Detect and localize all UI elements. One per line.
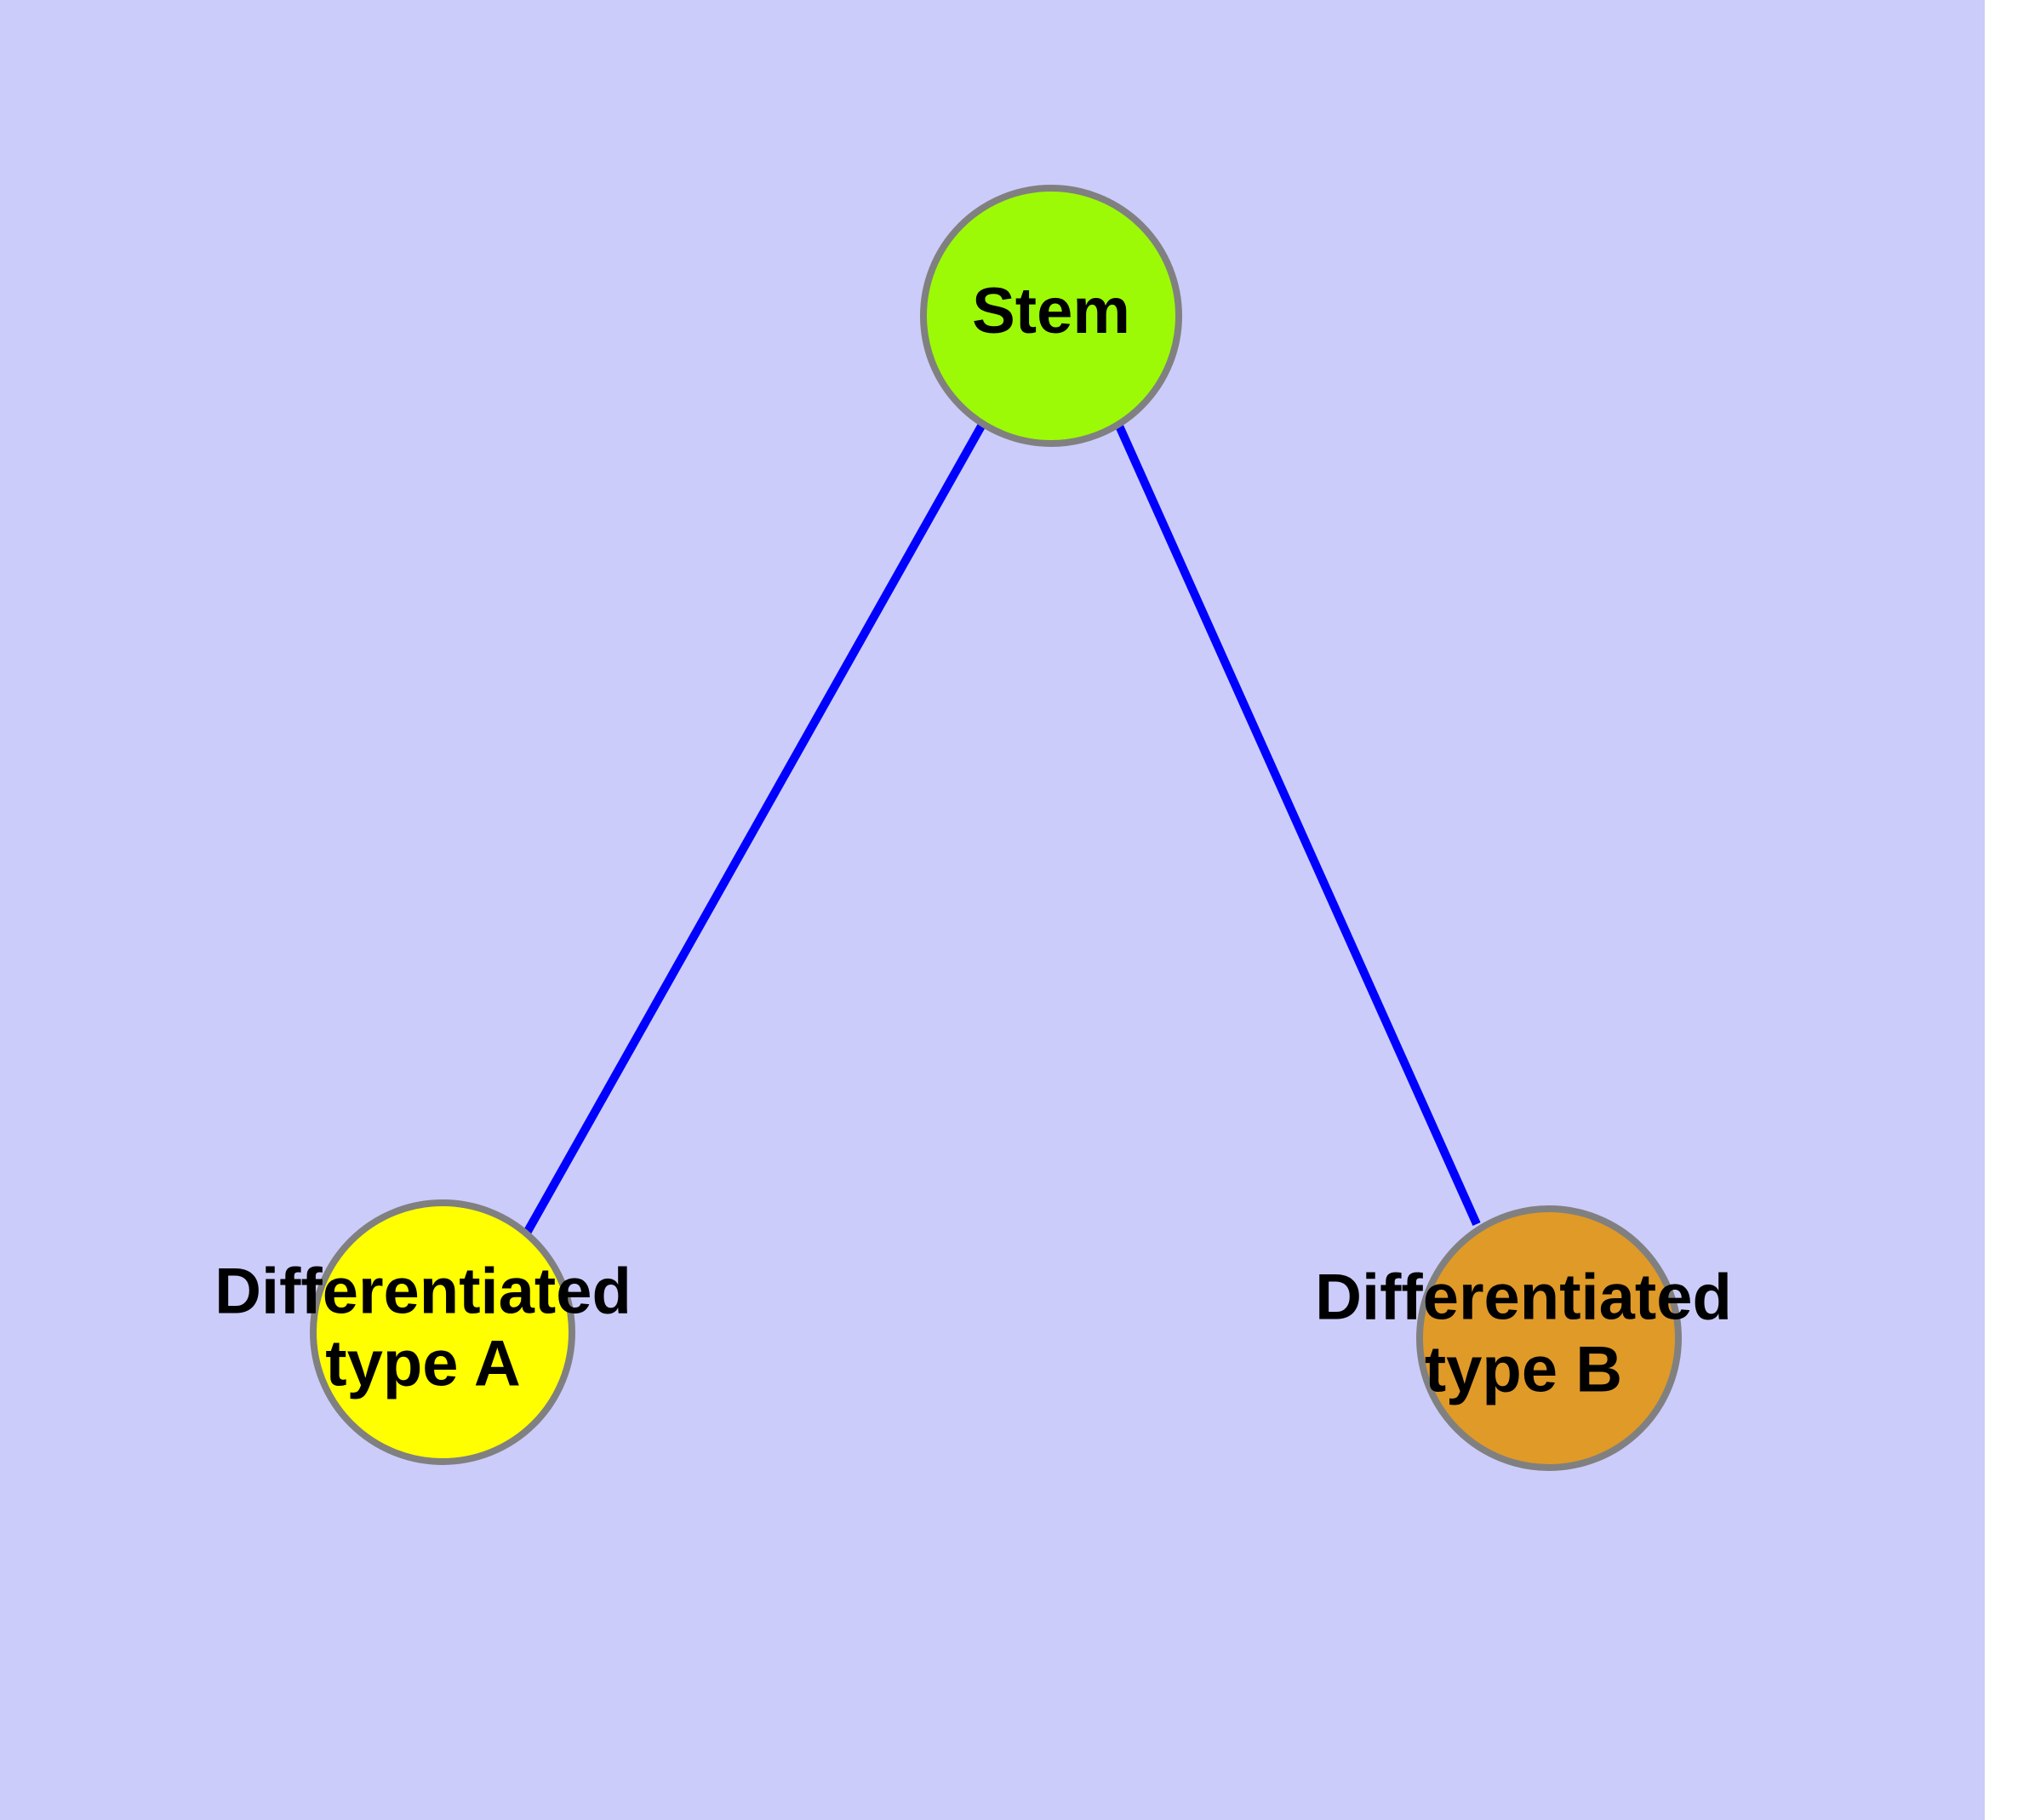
node-label-stem: Stem bbox=[972, 275, 1130, 347]
nodes-group bbox=[310, 185, 1682, 1471]
node-label-line: Stem bbox=[972, 275, 1130, 347]
node-stem[interactable] bbox=[920, 185, 1182, 447]
edge-stem-to-diff_b[interactable] bbox=[1114, 421, 1481, 1227]
node-diff_b[interactable] bbox=[1416, 1205, 1682, 1471]
node-label-line: Differentiated bbox=[1315, 1262, 1732, 1334]
node-label-line: type B bbox=[1425, 1334, 1622, 1406]
node-label-line: type A bbox=[325, 1328, 520, 1400]
edges-group bbox=[522, 421, 1481, 1237]
edge-stem-to-diff_a[interactable] bbox=[522, 421, 987, 1237]
node-diff_a[interactable] bbox=[310, 1199, 575, 1465]
node-label-line: Differentiated bbox=[214, 1256, 632, 1328]
